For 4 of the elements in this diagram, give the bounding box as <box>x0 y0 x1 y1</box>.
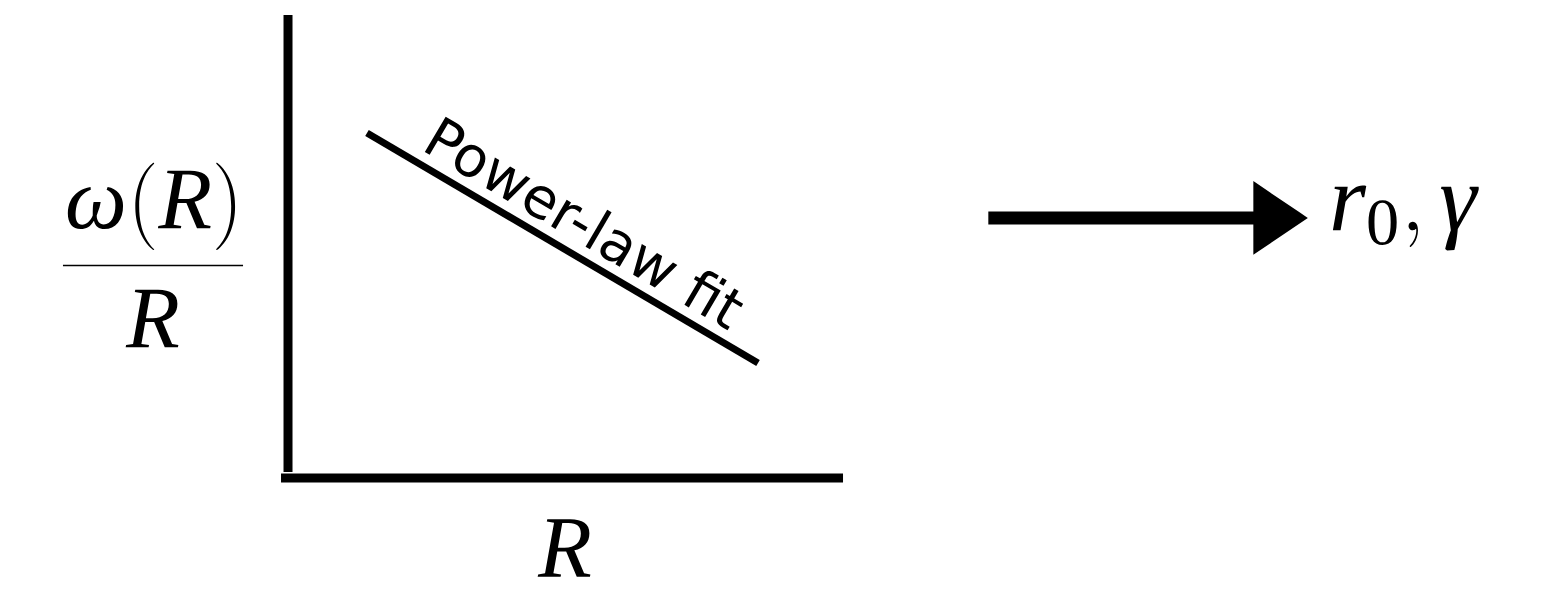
plot-drawing <box>281 15 843 483</box>
result-formula: $r_{0}, \gamma$ <box>1332 185 1479 251</box>
x-axis-label: $R$ <box>537 519 591 577</box>
y-axis-label: $\frac{\omega(R)}{R}$ <box>62 162 244 348</box>
